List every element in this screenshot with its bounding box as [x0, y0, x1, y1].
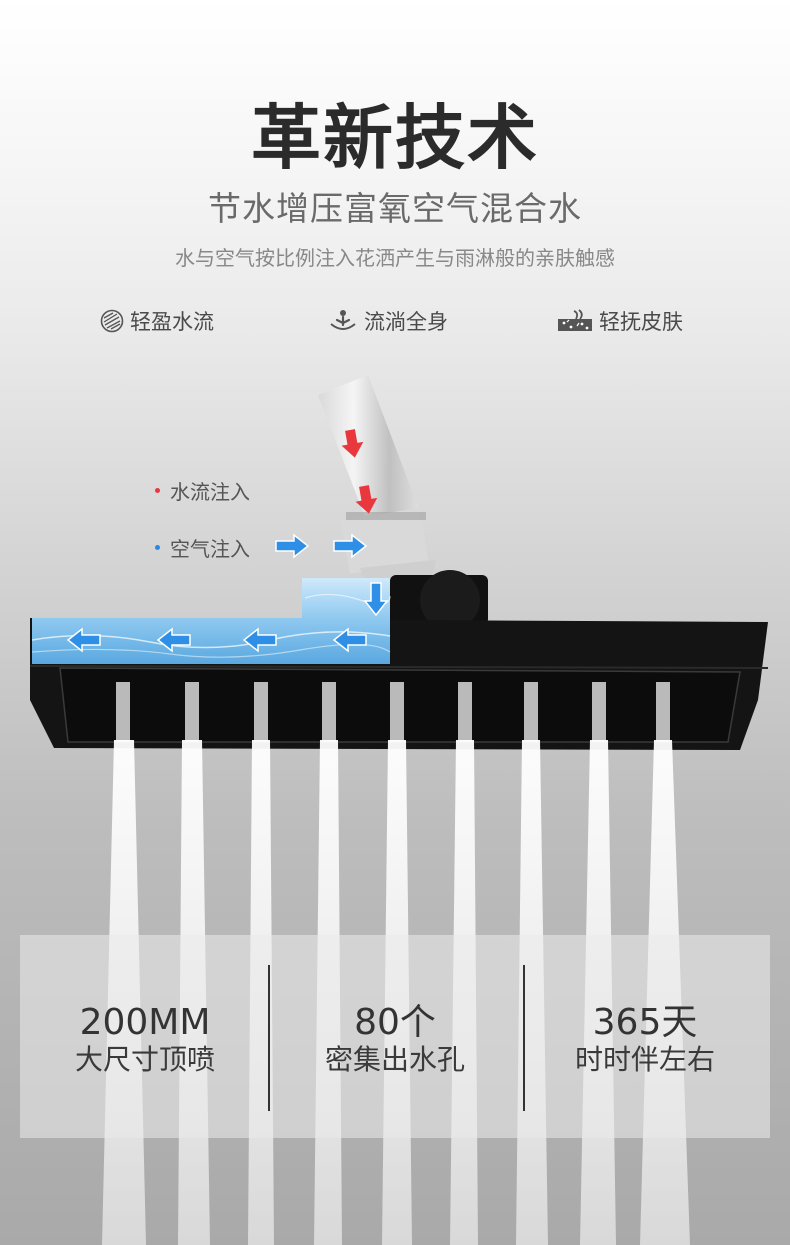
- person-water-icon: [330, 310, 356, 330]
- legend-water: 水流注入: [155, 476, 250, 505]
- shower-pipe: [318, 375, 436, 592]
- page-title: 革新技术: [251, 97, 539, 179]
- feature-light-flow: 轻盈水流: [100, 306, 214, 336]
- stat-holes: 80个 密集出水孔: [270, 1003, 520, 1077]
- stat-label: 大尺寸顶喷: [74, 1043, 215, 1076]
- nozzle-row: [116, 682, 670, 742]
- water-dot: [155, 488, 160, 493]
- legend-air-label: 空气注入: [170, 537, 250, 561]
- stat-value: 200MM: [79, 1002, 211, 1043]
- stat-label: 时时伴左右: [574, 1043, 715, 1076]
- feature-label: 流淌全身: [364, 310, 448, 334]
- page-description: 水与空气按比例注入花洒产生与雨淋般的亲肤触感: [175, 246, 615, 270]
- feature-label: 轻抚皮肤: [599, 310, 683, 334]
- feature-label: 轻盈水流: [130, 310, 214, 334]
- feature-row: 轻盈水流 流淌全身 轻抚皮肤: [0, 306, 790, 342]
- stat-divider: [523, 965, 525, 1111]
- legend-air: 空气注入: [155, 533, 250, 562]
- stat-label: 密集出水孔: [324, 1043, 465, 1076]
- legend-water-label: 水流注入: [170, 480, 250, 504]
- wave-circle-icon: [100, 309, 124, 333]
- stat-divider: [268, 965, 270, 1111]
- water-channel-cutaway: [31, 578, 391, 664]
- stat-value: 80个: [354, 1002, 436, 1043]
- stat-days: 365天 时时伴左右: [520, 1003, 770, 1077]
- stat-size: 200MM 大尺寸顶喷: [20, 1003, 270, 1077]
- skin-icon: [558, 309, 592, 331]
- stat-value: 365天: [592, 1002, 698, 1043]
- stats-panel: 200MM 大尺寸顶喷 80个 密集出水孔 365天 时时伴左右: [20, 935, 770, 1138]
- page-subtitle: 节水增压富氧空气混合水: [208, 189, 582, 228]
- air-inflow-arrows: [275, 534, 367, 558]
- swivel-connector: [390, 570, 488, 630]
- air-dot: [155, 545, 160, 550]
- feature-body-flow: 流淌全身: [328, 306, 448, 336]
- feature-gentle-skin: 轻抚皮肤: [557, 306, 683, 336]
